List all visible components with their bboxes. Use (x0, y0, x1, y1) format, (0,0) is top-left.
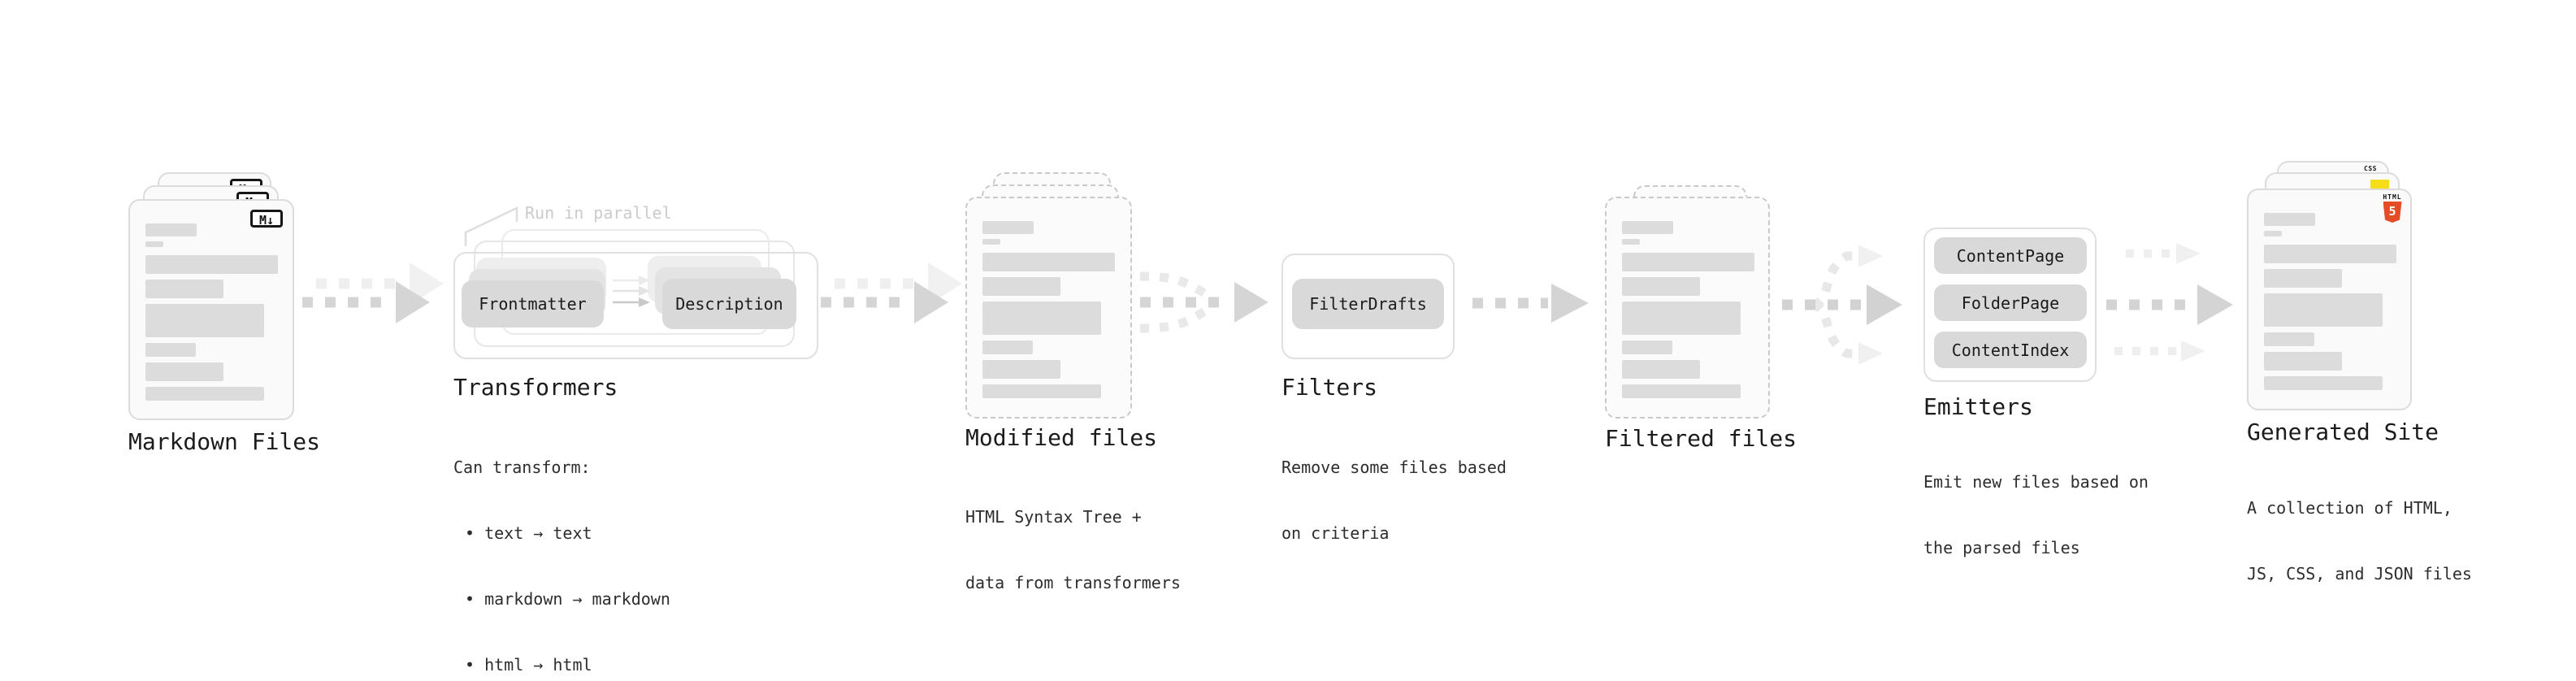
text-line (982, 239, 1000, 245)
text-line (2264, 376, 2383, 390)
file-card-front (965, 197, 1132, 419)
desc-line: HTML Syntax Tree + (965, 507, 1142, 527)
generated-site-description: A collection of HTML, JS, CSS, and JSON … (2247, 453, 2472, 629)
emitters-title: Emitters (1923, 393, 2033, 420)
text-line (1622, 239, 1640, 245)
text-line (145, 223, 197, 236)
markdown-icon: M↓ (250, 210, 283, 228)
text-line (145, 241, 163, 247)
desc-line: data from transformers (965, 573, 1181, 592)
text-line (145, 304, 264, 337)
text-line (2264, 352, 2342, 371)
text-line (1622, 253, 1754, 271)
contentpage-chip: ContentPage (1934, 237, 2087, 274)
desc-line: the parsed files (1923, 538, 2080, 557)
text-line (145, 280, 223, 298)
modified-files-description: HTML Syntax Tree + data from transformer… (965, 462, 1181, 638)
flow-arrow-multi (821, 262, 962, 323)
text-line (982, 301, 1101, 335)
generated-site-title: Generated Site (2247, 419, 2439, 445)
text-line (145, 387, 264, 401)
text-line (982, 253, 1115, 271)
text-line (2264, 213, 2315, 226)
filters-title: Filters (1281, 374, 1378, 401)
chip-link-arrows (613, 275, 650, 307)
frontmatter-chip: Frontmatter (462, 280, 604, 327)
desc-line: Remove some files based (1281, 458, 1507, 477)
html5-icon: HTML 5 (2383, 193, 2402, 223)
text-line (145, 362, 223, 381)
filters-panel (1281, 254, 1455, 359)
file-card-front (1605, 197, 1770, 419)
desc-bullet: • text → text (465, 523, 592, 543)
filterdrafts-chip: FilterDrafts (1292, 279, 1444, 329)
css-icon-label: CSS (2364, 165, 2377, 172)
html5-icon-label: HTML (2383, 193, 2402, 201)
filtered-files-title: Filtered files (1605, 425, 1798, 452)
description-chip: Description (662, 279, 796, 329)
text-line (2264, 332, 2314, 346)
contentindex-chip: ContentIndex (1934, 332, 2087, 368)
text-line (1622, 340, 1672, 354)
transformers-title: Transformers (453, 374, 618, 401)
text-line (145, 343, 196, 357)
transformer-layer-front (453, 252, 818, 359)
modified-files-title: Modified files (965, 424, 1158, 451)
file-card-front: M↓ (128, 199, 294, 420)
flow-arrow-multi (302, 262, 444, 323)
desc-line: JS, CSS, and JSON files (2247, 564, 2472, 583)
text-line (2264, 245, 2396, 263)
desc-line: Emit new files based on (1923, 472, 2149, 492)
transformers-description: Can transform: • text → text • markdown … (453, 413, 670, 681)
text-line (982, 277, 1060, 296)
text-line (1622, 384, 1741, 398)
flow-arrow-diverge (1782, 245, 1902, 365)
js-icon (2370, 180, 2389, 190)
desc-line: A collection of HTML, (2247, 498, 2452, 518)
file-card-html: HTML 5 (2247, 189, 2412, 410)
text-line (145, 255, 278, 274)
text-line (982, 340, 1033, 354)
text-line (1622, 277, 1700, 296)
text-line (1622, 301, 1741, 335)
text-line (982, 221, 1034, 234)
text-line (982, 360, 1060, 379)
text-line (2264, 293, 2383, 327)
markdown-files-title: Markdown Files (128, 428, 321, 455)
text-line (2264, 231, 2282, 236)
desc-bullet: • markdown → markdown (465, 589, 670, 609)
filters-description: Remove some files based on criteria (1281, 413, 1507, 588)
emitters-description: Emit new files based on the parsed files (1923, 427, 2149, 603)
text-line (1622, 221, 1673, 234)
desc-line: Can transform: (453, 458, 591, 477)
emitters-panel (1923, 228, 2097, 382)
desc-bullet: • html → html (465, 655, 592, 674)
run-in-parallel-note: Run in parallel (525, 203, 672, 223)
flow-arrow-triple (2106, 243, 2233, 362)
callout-line (464, 206, 518, 246)
flow-arrow-single (1472, 284, 1589, 323)
text-line (2264, 269, 2342, 288)
html5-icon-shield: 5 (2383, 202, 2402, 223)
text-line (1622, 360, 1700, 379)
flow-arrow-converge (1139, 271, 1268, 333)
text-line (982, 384, 1101, 398)
folderpage-chip: FolderPage (1934, 284, 2087, 321)
desc-line: on criteria (1281, 523, 1390, 543)
